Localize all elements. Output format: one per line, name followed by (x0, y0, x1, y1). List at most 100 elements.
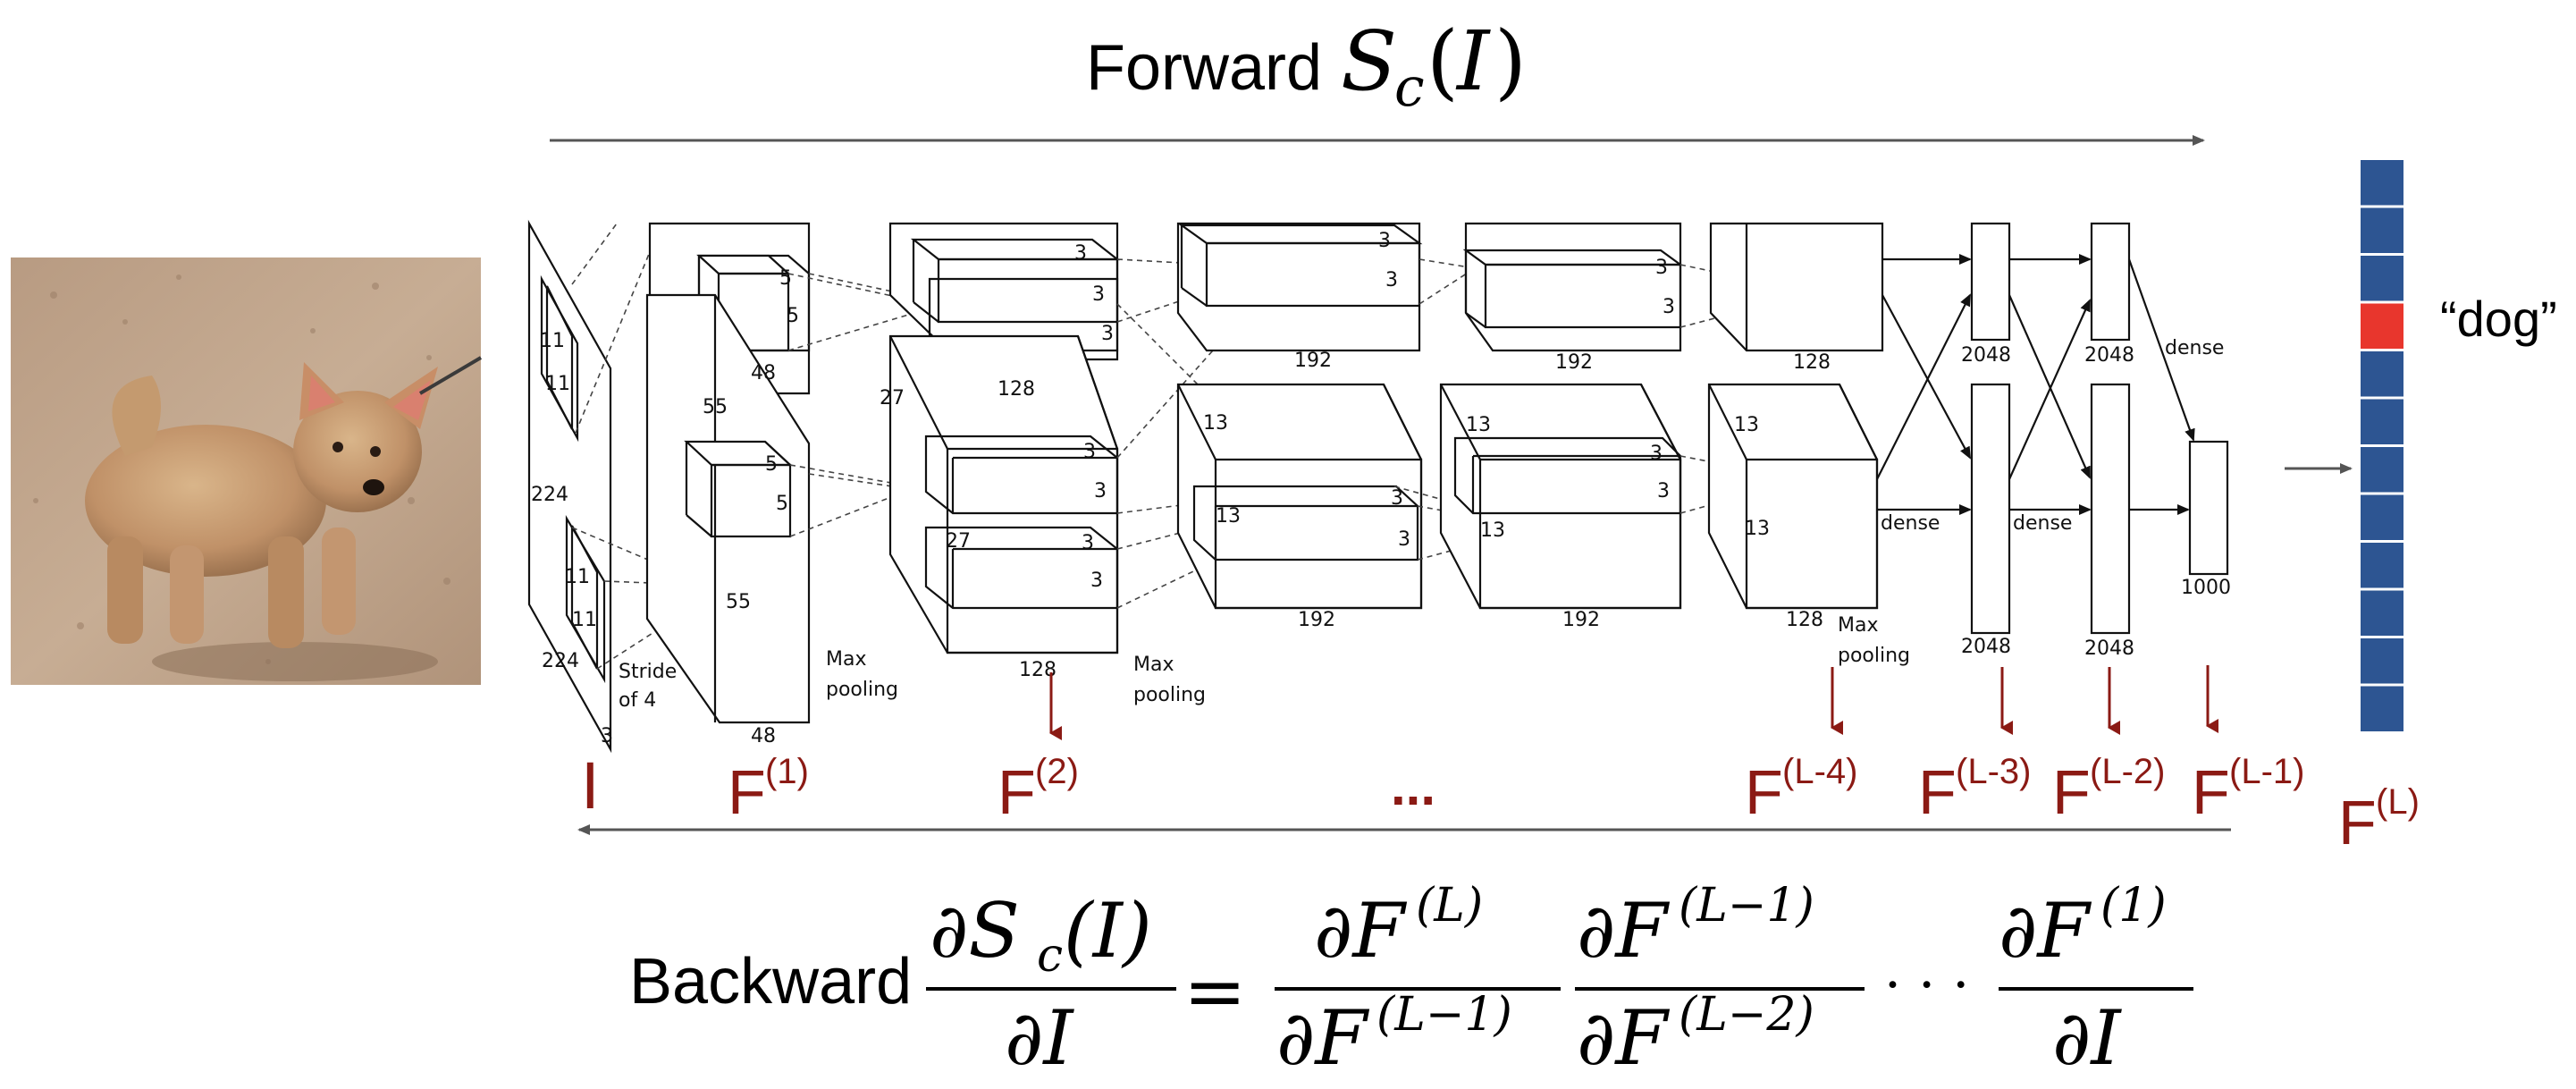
net-label: 3 (1391, 487, 1403, 510)
net-label: 11 (565, 566, 590, 588)
net-label: 2048 (1961, 636, 2011, 658)
svg-text:I: I (1455, 13, 1491, 109)
net-label: 2048 (2084, 344, 2134, 367)
net-label: 3 (1083, 441, 1096, 463)
input-image-dog (11, 257, 483, 685)
backward-label: Backward (629, 946, 912, 1017)
output-class-label: “dog” (2440, 291, 2557, 347)
net-label: 55 (703, 396, 728, 418)
feature-label-fL4-sup: (L-4) (1782, 752, 1857, 791)
forward-formula: S c ( I ) (1341, 13, 1527, 119)
feature-label-fL2: F (2052, 757, 2091, 827)
output-cell (2359, 493, 2405, 542)
output-cell (2359, 588, 2405, 637)
net-label: 128 (1793, 351, 1831, 374)
output-cell (2359, 397, 2405, 446)
svg-text:c: c (1394, 56, 1425, 119)
net-label: 13 (1745, 518, 1770, 540)
feature-arrows (1049, 665, 2218, 740)
net-label: 3 (1385, 269, 1398, 291)
eq-equals: = (1183, 948, 1246, 1035)
output-cell (2359, 158, 2405, 207)
net-label: 11 (540, 330, 565, 352)
net-label: Max (826, 648, 866, 671)
feature-label-f2: F (998, 757, 1036, 827)
feature-label-fL4: F (1745, 757, 1783, 827)
net-label: dense (1881, 512, 1940, 535)
net-label: 3 (1094, 480, 1107, 502)
net-label: 3 (1378, 230, 1391, 252)
eq-t3-num: ∂F (1999, 887, 2092, 975)
feature-label-fL: F (2338, 788, 2377, 857)
output-cell (2359, 541, 2405, 590)
net-label: 13 (1216, 505, 1241, 528)
net-label: 5 (779, 267, 792, 290)
net-label: 11 (545, 373, 570, 395)
net-label: 3 (1398, 528, 1410, 551)
net-label: pooling (826, 679, 898, 701)
net-label: 1000 (2181, 577, 2231, 599)
eq-dots: · · · (1884, 954, 1969, 1017)
eq-lhs-tail: (I) (1064, 887, 1152, 975)
net-label: pooling (1133, 684, 1206, 706)
feature-label-input: I (581, 748, 600, 823)
feature-label-f2-sup: (2) (1035, 752, 1079, 791)
net-label: 5 (787, 305, 799, 327)
feature-labels: I F (1) F (2) ... F (L-4) F (L-3) F (L-2… (581, 748, 2420, 857)
net-label: 224 (531, 484, 568, 506)
net-label: 3 (1090, 570, 1103, 592)
net-label: 192 (1298, 609, 1335, 631)
eq-t3-den: ∂I (2052, 994, 2122, 1082)
eq-t1-num-sup: (L) (1416, 879, 1483, 933)
feature-label-f1-sup: (1) (765, 752, 809, 791)
forward-label: Forward (1086, 32, 1322, 104)
net-label: 128 (1786, 609, 1823, 631)
net-label: 3 (601, 725, 613, 747)
output-cell (2359, 206, 2405, 255)
net-label: dense (2013, 512, 2072, 535)
feature-label-fL-sup: (L) (2376, 782, 2420, 822)
svg-text:): ) (1494, 13, 1527, 109)
net-label: 48 (751, 725, 776, 747)
output-cell (2359, 254, 2405, 303)
net-label: 3 (1663, 296, 1675, 318)
net-label: 27 (880, 387, 905, 409)
eq-lhs-sub: c (1037, 929, 1063, 983)
feature-label-fL2-sup: (L-2) (2090, 752, 2165, 791)
eq-t3-num-sup: (1) (2100, 879, 2167, 933)
net-label: 13 (1203, 412, 1228, 435)
feature-label-f1: F (728, 757, 766, 827)
net-label: 128 (998, 378, 1035, 401)
net-label: 3 (1101, 323, 1114, 345)
net-label: 224 (542, 650, 579, 672)
net-label: 27 (946, 530, 971, 553)
net-label: 55 (726, 591, 751, 613)
net-label: 3 (1082, 532, 1094, 554)
feature-label-fL1: F (2192, 757, 2230, 827)
net-label: 2048 (2084, 637, 2134, 660)
eq-t2-num-sup: (L−1) (1679, 879, 1814, 933)
net-label: 48 (751, 362, 776, 384)
feature-label-fL3-sup: (L-3) (1956, 752, 2031, 791)
net-label: 2048 (1961, 344, 2011, 367)
eq-lhs-num: ∂S (930, 887, 1020, 975)
net-label: dense (2165, 337, 2224, 359)
eq-t2-den-sup: (L−2) (1679, 988, 1814, 1042)
net-label: 3 (1650, 443, 1663, 465)
net-label: 11 (572, 609, 597, 631)
svg-text:S: S (1341, 13, 1397, 109)
eq-lhs-den: ∂I (1005, 994, 1074, 1082)
net-label: 3 (1655, 257, 1668, 279)
net-label: Stride (619, 661, 677, 683)
eq-t1-den: ∂F (1276, 994, 1369, 1082)
net-label: 3 (1092, 283, 1105, 306)
feature-ellipsis: ... (1391, 756, 1435, 816)
net-label: 192 (1294, 350, 1332, 372)
net-label: 5 (765, 453, 778, 476)
eq-t1-num: ∂F (1314, 887, 1407, 975)
svg-text:(: ( (1427, 13, 1459, 109)
net-label: 13 (1480, 519, 1505, 542)
net-label: 5 (776, 493, 788, 515)
eq-t2-den: ∂F (1577, 994, 1670, 1082)
net-label: 192 (1562, 609, 1600, 631)
